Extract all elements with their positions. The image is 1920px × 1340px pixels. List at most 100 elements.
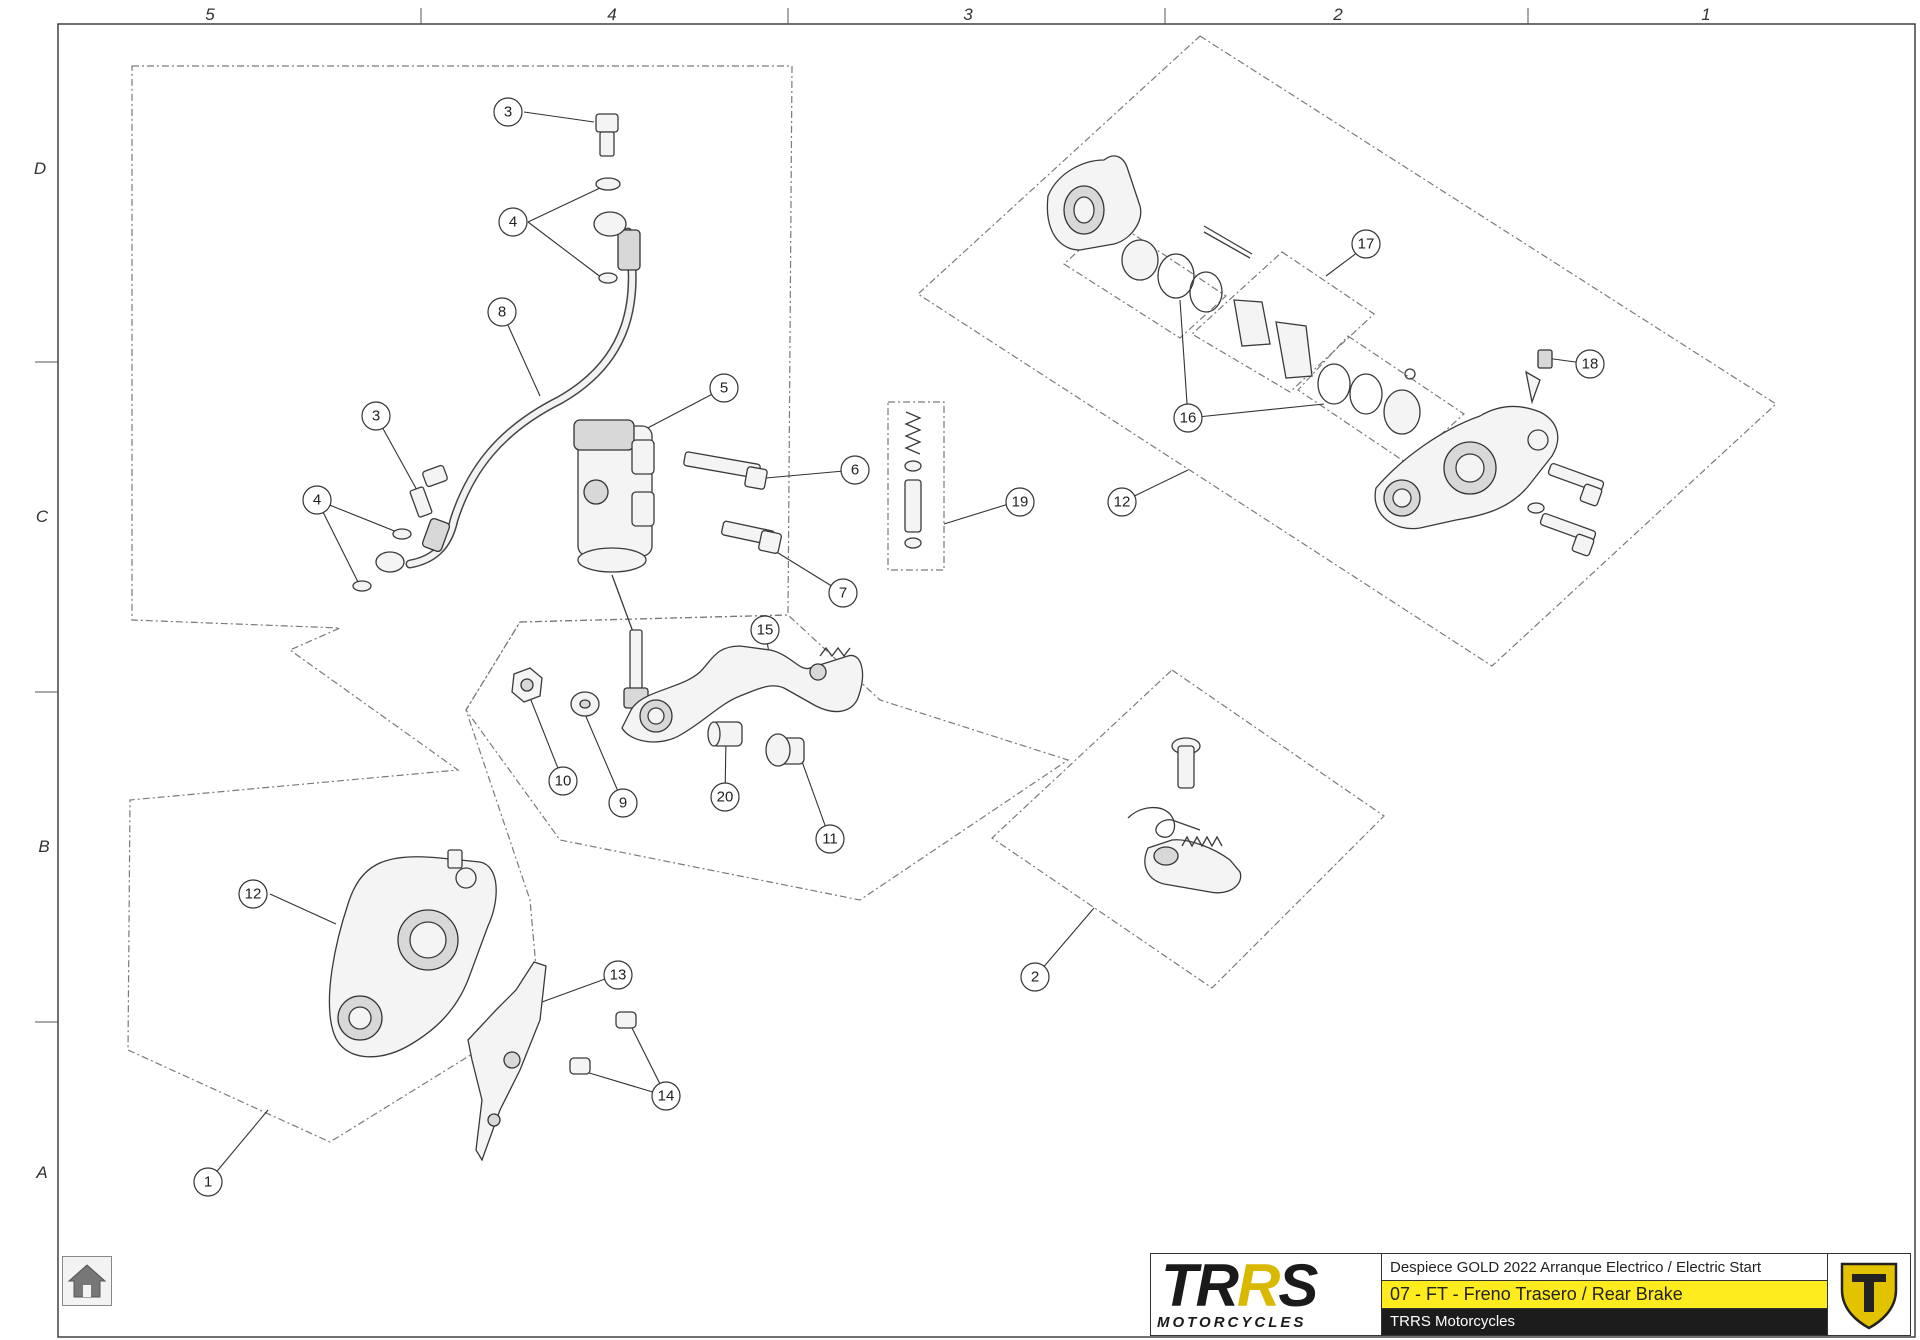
callout-12: 12 <box>238 879 268 909</box>
home-button[interactable] <box>62 1256 112 1306</box>
callout-18: 18 <box>1575 349 1605 379</box>
trrs-shield-emblem <box>1827 1254 1910 1335</box>
group-outline-pads <box>1190 251 1375 393</box>
drawing-frame <box>57 23 1916 1338</box>
caliper-left <box>328 849 497 1058</box>
svg-text:3: 3 <box>372 408 380 425</box>
pad-pin <box>1203 225 1253 259</box>
leader-lines <box>207 111 1591 1183</box>
row-label: C <box>36 507 49 526</box>
nut <box>511 667 543 703</box>
svg-text:12: 12 <box>245 886 262 903</box>
callout-20: 20 <box>710 782 740 812</box>
row-label: A <box>35 1163 47 1182</box>
column-label: 4 <box>607 5 616 24</box>
svg-text:5: 5 <box>720 380 728 397</box>
title-block: TRRS MOTORCYCLES Despiece GOLD 2022 Arra… <box>1150 1253 1911 1336</box>
callout-3: 3 <box>493 97 523 127</box>
pedal-tip <box>1144 835 1242 894</box>
washer <box>352 580 372 592</box>
brake-pedal <box>621 645 864 743</box>
callout-14: 14 <box>651 1081 681 1111</box>
title-line-drawing: Despiece GOLD 2022 Arranque Electrico / … <box>1382 1254 1827 1282</box>
column-label: 3 <box>963 5 973 24</box>
svg-text:4: 4 <box>313 492 321 509</box>
caliper-piston <box>1383 389 1421 435</box>
callout-11: 11 <box>815 824 845 854</box>
seal <box>1157 253 1195 299</box>
callout-12: 12 <box>1107 487 1137 517</box>
svg-text:3: 3 <box>504 104 512 121</box>
callout-19: 19 <box>1005 487 1035 517</box>
callout-2: 2 <box>1020 962 1050 992</box>
svg-text:15: 15 <box>757 622 774 639</box>
caliper-rear <box>1374 405 1559 530</box>
caliper-guard <box>467 961 547 1162</box>
svg-text:20: 20 <box>717 789 734 806</box>
svg-text:6: 6 <box>851 462 859 479</box>
bleed-screw <box>1525 349 1553 405</box>
callout-16: 16 <box>1173 403 1203 433</box>
brake-hose <box>375 211 641 573</box>
caliper-bracket-top <box>1046 155 1142 251</box>
seal <box>1189 271 1223 313</box>
group-outline-pedal <box>465 614 1070 901</box>
master-cylinder <box>573 419 655 641</box>
brand-subtitle: MOTORCYCLES <box>1157 1314 1307 1331</box>
bushing-flanged <box>765 733 805 767</box>
washer <box>595 177 621 191</box>
group-outline-repair-kit <box>887 401 945 571</box>
pedal-washer <box>570 691 600 717</box>
push-rod <box>623 629 649 709</box>
return-spring <box>1127 807 1201 838</box>
svg-text:10: 10 <box>555 773 572 790</box>
svg-text:13: 13 <box>610 967 627 984</box>
callout-4: 4 <box>302 485 332 515</box>
svg-text:2: 2 <box>1031 969 1039 986</box>
guard-screw <box>615 1011 637 1029</box>
repair-kit <box>904 411 922 549</box>
brake-pads <box>1233 299 1313 379</box>
washer <box>598 272 618 284</box>
group-outline-rear-caliper <box>917 35 1777 667</box>
seal <box>1317 363 1351 405</box>
svg-text:18: 18 <box>1582 356 1599 373</box>
row-label: B <box>38 837 49 856</box>
callout-9: 9 <box>608 788 638 818</box>
callout-6: 6 <box>840 455 870 485</box>
home-icon <box>67 1264 107 1298</box>
banjo-bolt-top <box>595 113 619 157</box>
title-text: Despiece GOLD 2022 Arranque Electrico / … <box>1382 1254 1827 1335</box>
brand-wordmark: TRRS <box>1161 1254 1318 1319</box>
svg-text:7: 7 <box>839 585 847 602</box>
svg-text:17: 17 <box>1358 236 1375 253</box>
seal <box>1349 373 1383 415</box>
banjo-bolt-left <box>409 464 448 518</box>
callout-4: 4 <box>498 207 528 237</box>
brand-logo: TRRS MOTORCYCLES <box>1151 1254 1382 1335</box>
guard-screw <box>569 1057 591 1075</box>
svg-text:9: 9 <box>619 795 627 812</box>
caliper-bolt <box>1539 512 1597 557</box>
callout-1: 1 <box>193 1167 223 1197</box>
svg-text:11: 11 <box>822 831 838 848</box>
callout-17: 17 <box>1351 229 1381 259</box>
svg-text:4: 4 <box>509 214 517 231</box>
group-outline-main <box>127 65 793 1143</box>
title-line-company: TRRS Motorcycles <box>1382 1308 1827 1335</box>
o-ring <box>1404 368 1416 380</box>
column-label: 1 <box>1701 5 1710 24</box>
bushing-small <box>707 721 743 747</box>
svg-text:19: 19 <box>1012 494 1029 511</box>
callout-5: 5 <box>709 373 739 403</box>
callout-7: 7 <box>828 578 858 608</box>
group-outline-footrest <box>991 669 1385 989</box>
callout-3: 3 <box>361 401 391 431</box>
callout-15: 15 <box>750 615 780 645</box>
callout-10: 10 <box>548 766 578 796</box>
group-outline-pistons <box>1063 219 1227 339</box>
svg-text:12: 12 <box>1114 494 1131 511</box>
svg-text:16: 16 <box>1180 410 1197 427</box>
svg-text:14: 14 <box>658 1088 675 1105</box>
